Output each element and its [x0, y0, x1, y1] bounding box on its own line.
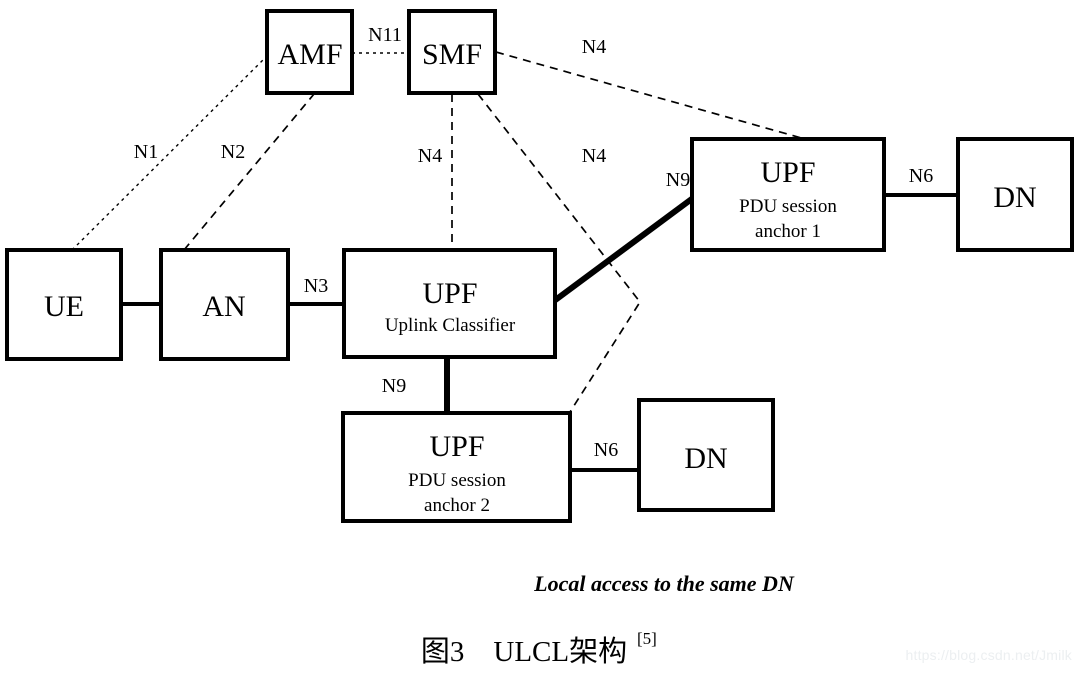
node-dn-bottom[interactable]: DN	[637, 398, 775, 512]
node-amf-title: AMF	[277, 38, 342, 71]
node-an-box[interactable]	[159, 248, 290, 361]
node-upf-anchor2[interactable]: UPF PDU session anchor 2	[341, 411, 572, 523]
node-upf-uplink-classifier-subtitle: Uplink Classifier	[385, 315, 516, 336]
edge-n6-anchor1-dn-label: N6	[909, 165, 933, 187]
node-upf-anchor1[interactable]: UPF PDU session anchor 1	[690, 137, 886, 252]
node-upf-uplink-classifier-title: UPF	[422, 277, 477, 310]
edge-n9-ulcl-anchor1-label: N9	[666, 169, 690, 191]
node-upf-anchor1-subtitle-line2: anchor 1	[755, 221, 821, 242]
node-upf-anchor1-box[interactable]	[690, 137, 886, 252]
node-smf[interactable]: SMF	[407, 9, 497, 95]
edge-n1-label: N1	[134, 141, 158, 163]
figure-caption-reference: [5]	[637, 629, 657, 648]
node-upf-uplink-classifier-box[interactable]	[342, 248, 557, 359]
edge-n6-anchor2-dn-label: N6	[594, 439, 618, 461]
node-dn-bottom-box[interactable]	[637, 398, 775, 512]
watermark: https://blog.csdn.net/Jmilk	[905, 647, 1072, 663]
edge-n11-label: N11	[368, 24, 402, 46]
edge-n9-ulcl-anchor1: N9	[552, 169, 695, 304]
edge-n11: N11	[352, 24, 408, 54]
node-upf-anchor2-subtitle-line1: PDU session	[408, 470, 506, 491]
edge-n4-smf-anchor2-line	[477, 93, 642, 413]
edge-n2-label: N2	[221, 141, 245, 163]
edge-n4-smf-anchor2-label: N4	[582, 145, 606, 167]
node-dn-top-title: DN	[993, 181, 1036, 214]
edge-n2: N2	[183, 93, 315, 251]
node-amf[interactable]: AMF	[265, 9, 354, 95]
edge-n2-line	[183, 93, 315, 251]
edge-n4-smf-ulcl-label: N4	[418, 145, 442, 167]
node-ue-title: UE	[44, 290, 84, 323]
node-smf-title: SMF	[422, 38, 482, 71]
node-amf-box[interactable]	[265, 9, 354, 95]
node-upf-anchor2-subtitle-line2: anchor 2	[424, 495, 490, 516]
node-upf-anchor1-subtitle-line1: PDU session	[739, 196, 837, 217]
edge-n3: N3	[288, 275, 344, 306]
node-ue[interactable]: UE	[5, 248, 123, 361]
edge-n1: N1	[71, 55, 268, 251]
edge-n9-ulcl-anchor1-line	[552, 195, 695, 304]
node-smf-box[interactable]	[407, 9, 497, 95]
node-dn-top-box[interactable]	[956, 137, 1074, 252]
edge-n9-ulcl-anchor2: N9	[382, 356, 450, 414]
node-upf-anchor1-title: UPF	[760, 156, 815, 189]
edge-n4-smf-ulcl: N4	[418, 94, 453, 249]
edge-n4-smf-anchor2: N4	[477, 93, 642, 413]
edge-n6-anchor2-dn: N6	[569, 439, 639, 472]
figure-caption: 图3 ULCL架构	[421, 635, 627, 668]
edge-n4-smf-anchor1: N4	[495, 36, 806, 140]
node-an-title: AN	[202, 290, 245, 323]
node-upf-anchor2-title: UPF	[429, 430, 484, 463]
node-dn-top[interactable]: DN	[956, 137, 1074, 252]
local-access-note: Local access to the same DN	[533, 571, 795, 596]
edge-n4-smf-anchor1-line	[495, 51, 806, 140]
node-ue-box[interactable]	[5, 248, 123, 361]
edge-n3-label: N3	[304, 275, 328, 297]
node-dn-bottom-title: DN	[684, 442, 727, 475]
edge-n9-ulcl-anchor2-label: N9	[382, 375, 406, 397]
node-upf-uplink-classifier[interactable]: UPF Uplink Classifier	[342, 248, 557, 359]
node-an[interactable]: AN	[159, 248, 290, 361]
edge-n6-anchor1-dn: N6	[884, 165, 958, 197]
node-upf-anchor2-box[interactable]	[341, 411, 572, 523]
edge-n4-smf-anchor1-label: N4	[582, 36, 606, 58]
